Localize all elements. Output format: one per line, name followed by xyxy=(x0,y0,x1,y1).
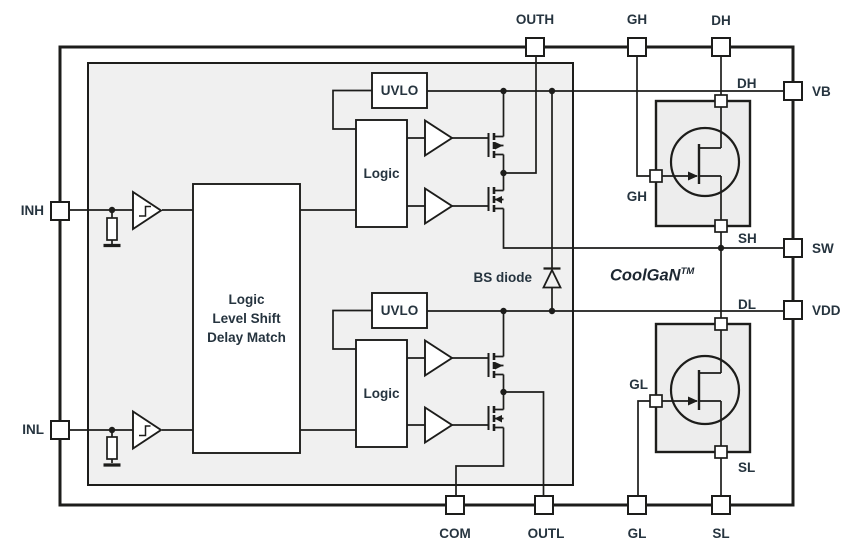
logic-high-box xyxy=(355,119,408,228)
package-pins xyxy=(50,37,803,515)
gan-hemt-high-block xyxy=(654,99,752,228)
coolgan-name: CoolGaN xyxy=(610,266,681,285)
gan-low-source-terminal xyxy=(714,445,728,459)
main-logic-label: Logic Level Shift Delay Match xyxy=(193,184,300,453)
main-logic-box xyxy=(192,183,301,454)
pin-outl-square xyxy=(534,495,554,515)
schmitt-trigger-icons xyxy=(132,190,163,451)
logic-low-box xyxy=(355,339,408,448)
gan-hemt-low-block xyxy=(654,322,752,454)
inner-driver-region xyxy=(87,62,574,486)
uvlo-low-label: UVLO xyxy=(380,303,419,318)
function-block-boxes xyxy=(192,72,428,454)
pin-sl-label: SL xyxy=(712,526,730,541)
net-label-gl: GL xyxy=(629,377,648,392)
net-label-dl: DL xyxy=(738,297,756,312)
pin-gl-square xyxy=(627,495,647,515)
pin-vb-square xyxy=(783,81,803,101)
pin-vdd-square xyxy=(783,300,803,320)
pin-com-square xyxy=(445,495,465,515)
pin-inh-square xyxy=(50,201,70,221)
main-logic-line2: Level Shift xyxy=(212,311,281,326)
pin-inl-square xyxy=(50,420,70,440)
signal-wires xyxy=(70,56,789,496)
pin-com-label: COM xyxy=(439,526,471,541)
gan-high-gate-terminal xyxy=(649,169,663,183)
uvlo-low-box xyxy=(371,292,428,329)
bootstrap-diode-icon xyxy=(542,267,562,289)
main-logic-line1: Logic xyxy=(228,292,265,307)
gan-hemt-icons xyxy=(688,144,701,410)
gan-low-drain-terminal xyxy=(714,317,728,331)
pin-dh-square xyxy=(711,37,731,57)
pin-dh-label: DH xyxy=(711,13,731,28)
uvlo-high-box xyxy=(371,72,428,109)
coolgan-tm: TM xyxy=(680,266,695,277)
net-label-gh: GH xyxy=(626,189,647,204)
pin-inh-label: INH xyxy=(20,203,44,218)
pin-sw-label: SW xyxy=(812,241,834,256)
logic-low-label: Logic xyxy=(363,386,400,401)
uvlo-high-label: UVLO xyxy=(380,83,419,98)
main-logic-line3: Delay Match xyxy=(207,330,286,345)
net-label-sh: SH xyxy=(738,231,757,246)
pin-vdd-label: VDD xyxy=(812,303,841,318)
mosfet-icons xyxy=(487,133,503,431)
gan-low-gate-terminal xyxy=(649,394,663,408)
pin-outh-label: OUTH xyxy=(515,12,555,27)
pin-gh-label: GH xyxy=(626,12,648,27)
bs-diode-label: BS diode xyxy=(473,270,532,285)
pin-sl-square xyxy=(711,495,731,515)
pin-sw-square xyxy=(783,238,803,258)
coolgan-brand-label: CoolGaNTM xyxy=(610,266,694,286)
net-label-dh: DH xyxy=(737,76,757,91)
ground-icons xyxy=(103,243,121,467)
pin-outh-square xyxy=(525,37,545,57)
buffer-icons xyxy=(424,118,454,445)
pin-gh-square xyxy=(627,37,647,57)
pin-inl-label: INL xyxy=(22,422,44,437)
gan-high-drain-terminal xyxy=(714,94,728,108)
logic-high-label: Logic xyxy=(363,166,400,181)
pin-gl-label: GL xyxy=(627,526,647,541)
pin-outl-label: OUTL xyxy=(527,526,565,541)
gan-terminal-squares xyxy=(649,94,728,459)
junction-dots xyxy=(108,87,725,434)
pin-vb-label: VB xyxy=(812,84,831,99)
resistor-icons xyxy=(106,217,118,460)
net-label-sl: SL xyxy=(738,460,756,475)
gan-high-source-terminal xyxy=(714,219,728,233)
